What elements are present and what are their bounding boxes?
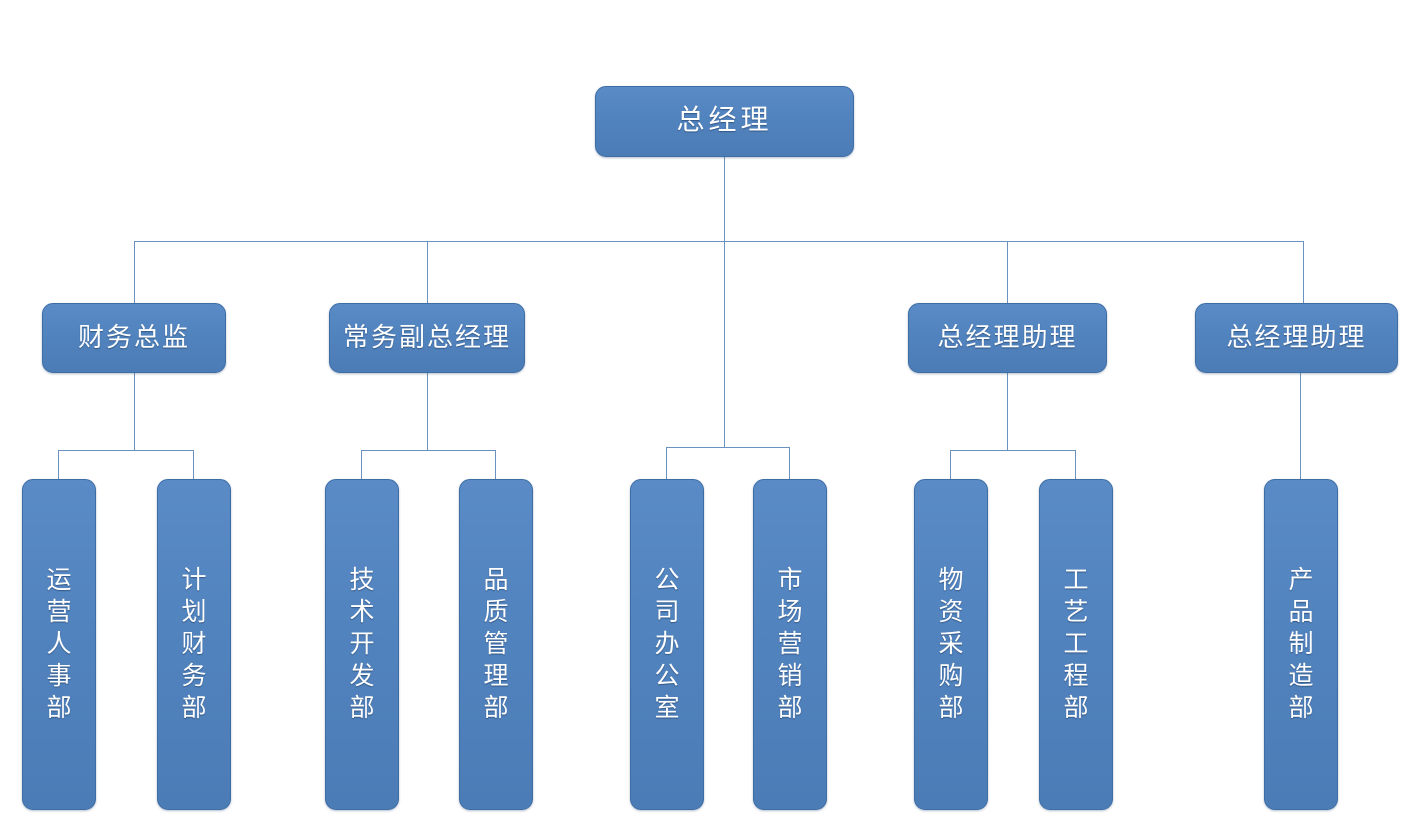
connector-bus-evp [361, 450, 496, 451]
connector-drop-procure [950, 450, 951, 479]
node-label: 产 品 制 造 部 [1288, 566, 1314, 722]
node-label: 市 场 营 销 部 [777, 566, 803, 722]
node-company-office[interactable]: 公 司 办 公 室 [630, 479, 704, 810]
connector-drop-quality [495, 450, 496, 479]
connector-drop-market [789, 447, 790, 479]
node-label: 财务总监 [77, 322, 190, 352]
connector-drop-asst2 [1303, 241, 1304, 303]
connector-drop-process [1075, 450, 1076, 479]
connector-bus-asst1 [950, 450, 1076, 451]
node-label: 计 划 财 务 部 [181, 566, 207, 722]
node-quality-management-dept[interactable]: 品 质 管 理 部 [459, 479, 533, 810]
node-technology-development-dept[interactable]: 技 术 开 发 部 [325, 479, 399, 810]
connector-stem-asst2 [1300, 373, 1301, 479]
node-marketing-dept[interactable]: 市 场 营 销 部 [753, 479, 827, 810]
connector-drop-tech-dev [361, 450, 362, 479]
connector-stem-cfo [134, 373, 135, 451]
node-label: 总经理 [676, 105, 773, 137]
node-operations-hr-dept[interactable]: 运 营 人 事 部 [22, 479, 96, 810]
connector-stem-evp [427, 373, 428, 451]
node-materials-procurement-dept[interactable]: 物 资 采 购 部 [914, 479, 988, 810]
connector-drop-evp [427, 241, 428, 303]
node-general-manager[interactable]: 总经理 [595, 86, 854, 157]
node-label: 常务副总经理 [342, 322, 511, 352]
connector-level2-bus [134, 241, 1304, 242]
node-executive-deputy-gm[interactable]: 常务副总经理 [329, 303, 525, 373]
connector-drop-cfo [134, 241, 135, 303]
connector-drop-ops-hr [58, 450, 59, 479]
connector-bus-gm-center [666, 447, 790, 448]
node-planning-finance-dept[interactable]: 计 划 财 务 部 [157, 479, 231, 810]
node-product-manufacturing-dept[interactable]: 产 品 制 造 部 [1264, 479, 1338, 810]
node-process-engineering-dept[interactable]: 工 艺 工 程 部 [1039, 479, 1113, 810]
connector-drop-asst1 [1007, 241, 1008, 303]
node-label: 工 艺 工 程 部 [1063, 566, 1089, 722]
node-label: 总经理助理 [1226, 322, 1367, 352]
connector-root-stem [724, 157, 725, 448]
node-gm-assistant-1[interactable]: 总经理助理 [908, 303, 1107, 373]
connector-drop-plan-fin [193, 450, 194, 479]
node-label: 总经理助理 [937, 322, 1078, 352]
node-label: 运 营 人 事 部 [46, 566, 72, 722]
node-label: 物 资 采 购 部 [938, 566, 964, 722]
node-gm-assistant-2[interactable]: 总经理助理 [1195, 303, 1398, 373]
connector-drop-office [666, 447, 667, 479]
node-finance-director[interactable]: 财务总监 [42, 303, 226, 373]
node-label: 品 质 管 理 部 [483, 566, 509, 722]
connector-stem-asst1 [1007, 373, 1008, 451]
node-label: 技 术 开 发 部 [349, 566, 375, 722]
connector-bus-cfo [58, 450, 194, 451]
node-label: 公 司 办 公 室 [654, 566, 680, 722]
